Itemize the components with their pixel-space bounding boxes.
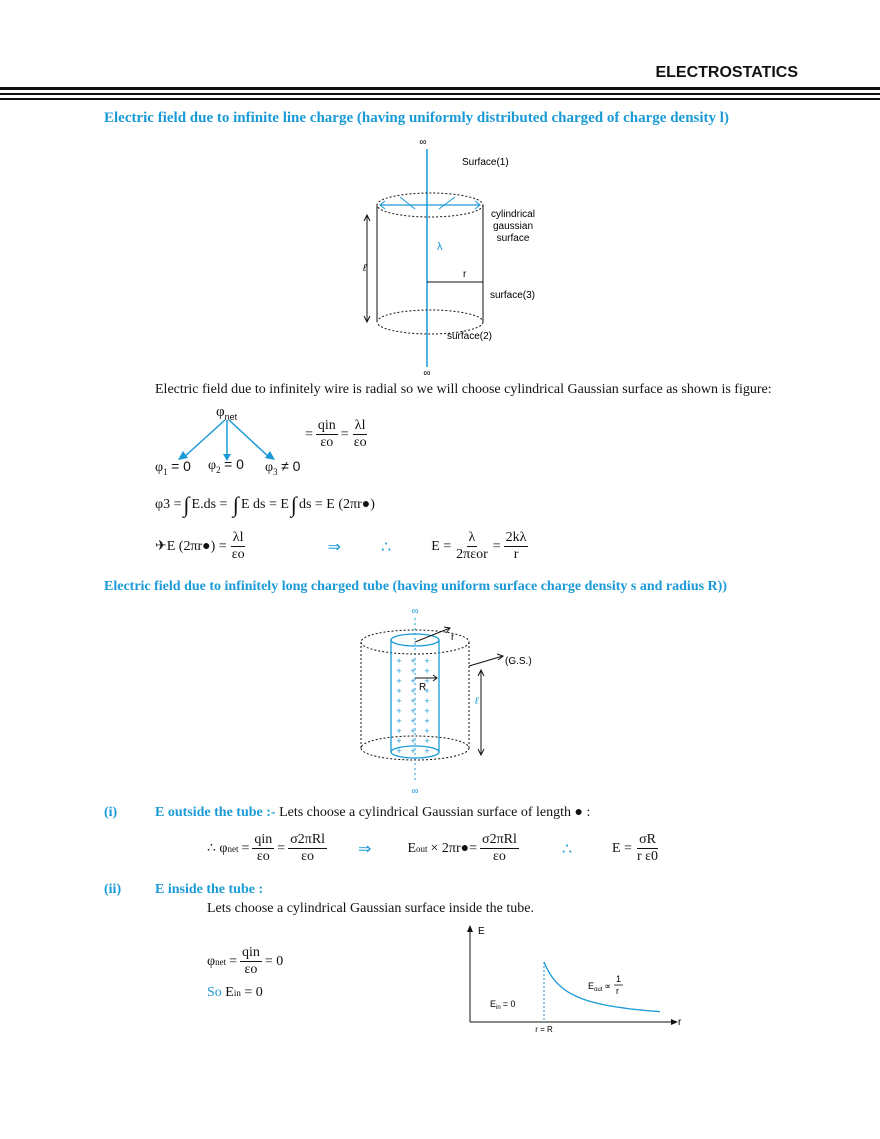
line-charge-figure: ∞ ∞ ℓ λ r Surface(1) cylindrical gaussia…	[362, 137, 535, 379]
fig1-surface2: surface(2)	[447, 331, 492, 342]
section1-heading: Electric field due to infinite line char…	[104, 110, 729, 126]
plus-charge: +	[410, 736, 415, 746]
fig2-inf-bottom: ∞	[411, 786, 418, 797]
plus-charge: +	[424, 666, 429, 676]
plus-charge: +	[410, 746, 415, 756]
graph-one: 1	[616, 974, 621, 984]
section2-heading: Electric field due to infinitely long ch…	[104, 579, 727, 594]
surface-charge-plus-grid: ++++++++++++++++++++++++++++++	[396, 656, 429, 756]
phi-net-label: φnet	[216, 404, 238, 422]
plus-charge: +	[410, 726, 415, 736]
graph-r-den: r	[616, 986, 619, 996]
fig1-inf-top: ∞	[419, 137, 426, 148]
charged-tube-figure: ∞ ∞ ++++++++++++++++++++++++++++++ r R (…	[360, 606, 532, 797]
plus-charge: +	[396, 706, 401, 716]
part2-text: Lets choose a cylindrical Gaussian surfa…	[207, 901, 534, 916]
plus-charge: +	[424, 656, 429, 666]
plus-charge: +	[424, 726, 429, 736]
graph-eout-label: Eout∝	[588, 981, 611, 993]
plus-charge: +	[410, 676, 415, 686]
field-vs-r-graph: E r Ein= 0 Eout∝ 1 r r = R	[467, 925, 682, 1034]
part1-label: (i)	[104, 805, 118, 820]
fig1-lambda: λ	[437, 241, 443, 253]
plus-charge: +	[396, 746, 401, 756]
plus-charge: +	[396, 716, 401, 726]
plus-charge: +	[396, 656, 401, 666]
equation-flux-3: φ3 = ∫ E.ds = ∫ E ds = E ∫ ds = E (2πr●)	[155, 492, 375, 517]
fig2-r: r	[451, 632, 455, 643]
plus-charge: +	[396, 686, 401, 696]
plus-charge: +	[424, 736, 429, 746]
plus-charge: +	[410, 706, 415, 716]
part2-title: E inside the tube :	[155, 882, 264, 897]
fig1-inf-bottom: ∞	[423, 368, 430, 379]
plus-charge: +	[396, 726, 401, 736]
part2-label: (ii)	[104, 882, 122, 897]
graph-ein-label: Ein= 0	[490, 999, 515, 1011]
fig2-ell: ℓ	[474, 696, 479, 707]
plus-charge: +	[396, 676, 401, 686]
graph-y-label: E	[478, 926, 485, 937]
fig2-inf-top: ∞	[411, 606, 418, 617]
fig1-gauss-line2: gaussian	[493, 221, 533, 232]
plus-charge: +	[424, 716, 429, 726]
fig1-gauss-line3: surface	[497, 233, 530, 244]
graph-r-equals-R: r = R	[535, 1025, 553, 1034]
flux-split-arrows	[178, 419, 275, 461]
eout-curve	[543, 961, 661, 1013]
part1-line: E outside the tube :- Lets choose a cyli…	[155, 805, 591, 820]
fig1-ell: ℓ	[362, 263, 367, 274]
plus-charge: +	[396, 736, 401, 746]
plus-charge: +	[396, 666, 401, 676]
fig1-r: r	[463, 269, 467, 280]
plus-charge: +	[410, 666, 415, 676]
plus-charge: +	[410, 686, 415, 696]
fig1-gauss-line1: cylindrical	[491, 209, 535, 220]
plus-charge: +	[424, 676, 429, 686]
graph-x-label: r	[678, 1017, 682, 1028]
fig2-R: R	[419, 682, 426, 693]
plus-charge: +	[424, 746, 429, 756]
plus-charge: +	[424, 706, 429, 716]
fig1-surface1: Surface(1)	[462, 157, 509, 168]
page-header-title: ELECTROSTATICS	[655, 64, 798, 81]
fig2-gs: (G.S.)	[505, 656, 532, 667]
plus-charge: +	[410, 716, 415, 726]
header-rule-2	[0, 93, 880, 95]
section1-text: Electric field due to infinitely wire is…	[155, 382, 772, 397]
phi3-label: φ3 ≠ 0	[265, 458, 301, 477]
fig1-surface3: surface(3)	[490, 290, 535, 301]
plus-charge: +	[410, 656, 415, 666]
header-rule-1	[0, 87, 880, 90]
plus-charge: +	[424, 686, 429, 696]
phi2-label: φ2 = 0	[208, 456, 244, 475]
header-rule-3	[0, 98, 880, 100]
phi1-label: φ1 = 0	[155, 458, 191, 477]
plus-charge: +	[410, 696, 415, 706]
plus-charge: +	[424, 696, 429, 706]
plus-charge: +	[396, 696, 401, 706]
